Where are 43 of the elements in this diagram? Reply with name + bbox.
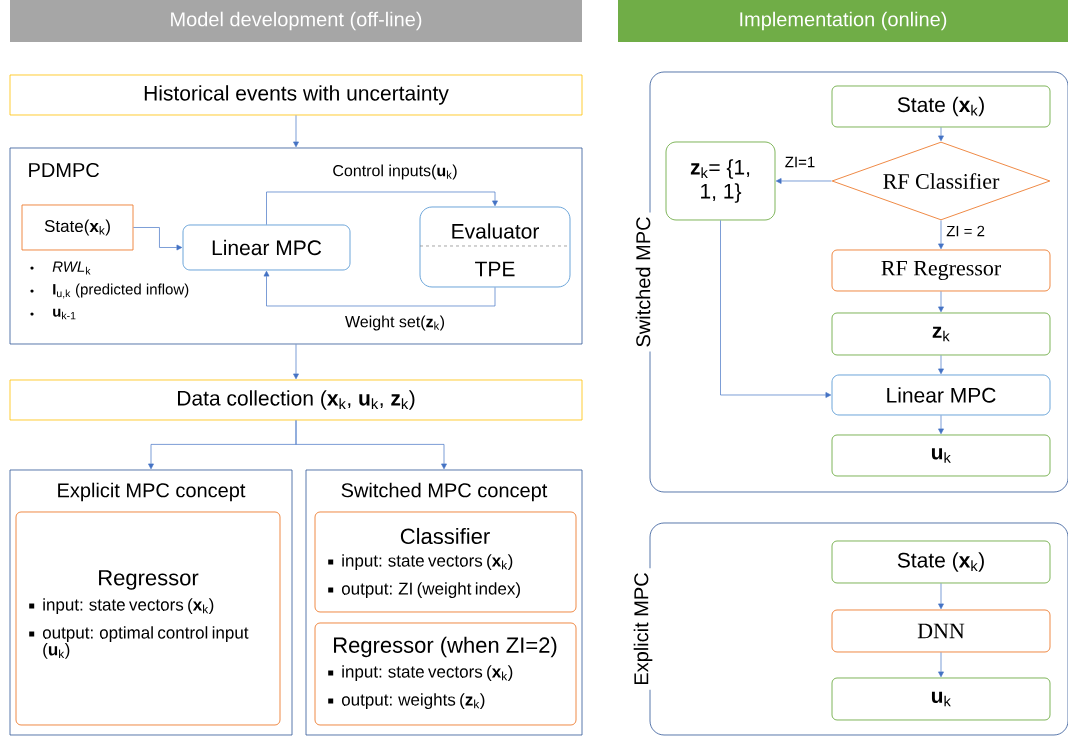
- arrow: [720, 220, 832, 398]
- process-box: State (x$_{k}$): [831, 540, 1051, 584]
- process-box: Linear MPC: [831, 374, 1051, 416]
- arrow: [263, 270, 496, 307]
- arrow: [938, 415, 944, 435]
- process-box: Historical events with uncertainty: [9, 74, 583, 116]
- arrow: [293, 344, 299, 380]
- section-header: Model development (off-line): [10, 0, 582, 42]
- process-box: State (x$_{k}$): [831, 85, 1051, 128]
- process-box: Evaluator TPE: [419, 206, 571, 288]
- model-card: Regressor (when ZI=2) input: state vectors (x$_{k}$) output: weights (z$_{k}$): [314, 622, 577, 726]
- node-label: Explicit MPC: [633, 573, 653, 685]
- arrow: [293, 115, 299, 148]
- arrow: [775, 178, 832, 184]
- process-box: u$_{k}$: [831, 434, 1051, 477]
- arrow: [938, 291, 944, 313]
- process-box: u$_{k}$: [831, 677, 1051, 721]
- arrow: [938, 583, 944, 610]
- process-box: z$_{k}$= {1, 1, 1}: [665, 141, 776, 221]
- bullet-item: RWL$_{k}$: [30, 261, 91, 275]
- arrow: [938, 220, 944, 250]
- process-box: RF Regressor: [831, 249, 1051, 292]
- arrow: [295, 420, 447, 470]
- process-box: DNN: [831, 609, 1051, 653]
- node-label: Switched MPC: [635, 217, 651, 347]
- arrow: [938, 355, 944, 375]
- model-card: Classifier input: state vectors (x$_{k}$) output: ZI (weight index): [314, 511, 577, 613]
- arrow: [938, 127, 944, 142]
- edge-label: ZI=1: [783, 155, 817, 169]
- model-card: Regressor input: state vectors (x$_{k}$) output: optimal control input (u$_{k}$): [15, 511, 281, 726]
- edge-label: ZI = 2: [945, 224, 986, 238]
- bullet-item: u$_{k-1}$: [30, 308, 76, 320]
- edge-label: Control inputs(u$_{k}$): [331, 163, 459, 181]
- arrow: [133, 227, 183, 251]
- section-header: Implementation (online): [618, 0, 1068, 42]
- process-box: z$_{k}$: [831, 312, 1051, 356]
- input-box: State(x$_{k}$): [21, 204, 134, 251]
- process-box: Linear MPC: [182, 224, 351, 271]
- bullet-item: I$_{u,k}$ (predicted inflow): [30, 283, 189, 299]
- edge-label: Weight set(z$_{k}$): [344, 314, 447, 332]
- arrow: [938, 652, 944, 678]
- process-box: Data collection (x$_{k}$, u$_{k}$, z$_{k}$): [9, 379, 583, 421]
- arrow: [266, 191, 498, 225]
